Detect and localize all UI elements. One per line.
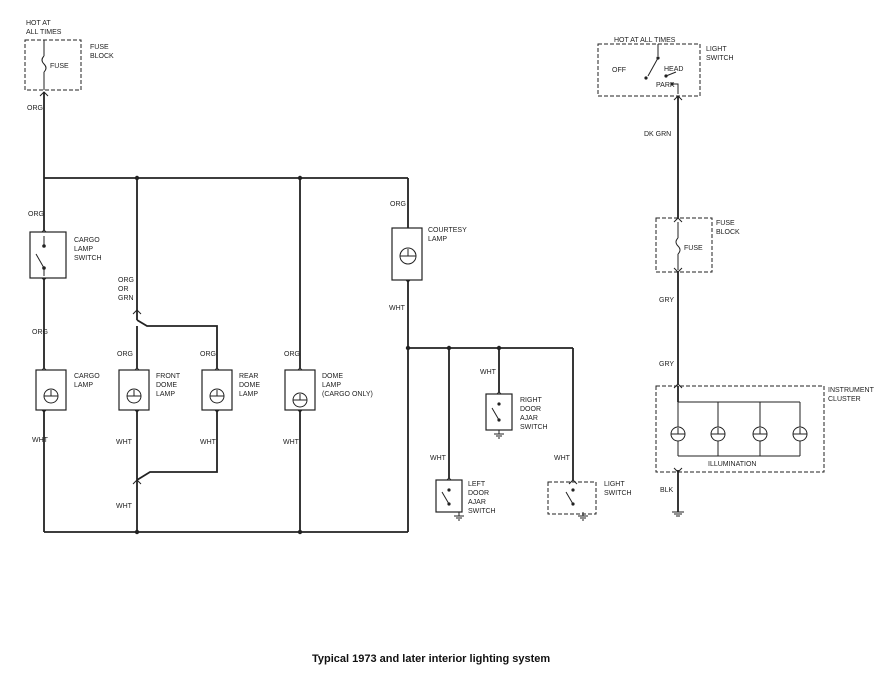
left-fuse-wire-label: ORG <box>27 105 43 112</box>
right-door-wire-label: WHT <box>480 369 497 376</box>
light-switch-wire-label: DK GRN <box>644 131 671 138</box>
light-switch-lower: WHT LIGHT SWITCH <box>547 455 632 521</box>
left-fuse-hot-label-2: ALL TIMES <box>26 29 62 36</box>
dome-lamp-cargo-only: ORG DOME LAMP (CARGO ONLY) WHT <box>283 351 373 446</box>
cargo-lamp-wire-in-label: ORG <box>32 329 48 336</box>
right-door-label-3: AJAR <box>520 415 538 422</box>
cargo-switch-label-3: SWITCH <box>74 255 102 262</box>
cargo-lamp-label-1: CARGO <box>74 373 100 380</box>
right-fuse-label: FUSE <box>684 245 703 252</box>
left-fuse-hot-label-1: HOT AT <box>26 20 51 27</box>
light-switch-park-label: PARK <box>656 82 675 89</box>
courtesy-wire-out-label: WHT <box>389 305 406 312</box>
left-door-ajar-switch: WHT LEFT DOOR AJAR SWITCH <box>430 455 496 521</box>
left-door-label-1: LEFT <box>468 481 486 488</box>
courtesy-lamp: ORG COURTESY LAMP WHT <box>389 201 467 312</box>
rear-dome-wire-in-label: ORG <box>200 351 216 358</box>
right-door-label-1: RIGHT <box>520 397 543 404</box>
right-fuse-wire-label: GRY <box>659 297 674 304</box>
front-dome-wire-out-label: WHT <box>116 439 133 446</box>
right-door-label-2: DOOR <box>520 406 541 413</box>
right-door-label-4: SWITCH <box>520 424 548 431</box>
cluster-wire-out-label: BLK <box>660 487 674 494</box>
light-switch-lower-label-1: LIGHT <box>604 481 625 488</box>
cargo-lamp-label-2: LAMP <box>74 382 93 389</box>
dome-cargo-wire-in-label: ORG <box>284 351 300 358</box>
front-dome-wire-join-label: WHT <box>116 503 133 510</box>
rear-dome-lamp: ORG REAR DOME LAMP WHT <box>200 351 260 446</box>
dome-cargo-label-3: (CARGO ONLY) <box>322 391 373 398</box>
illumination-label: ILLUMINATION <box>708 461 757 468</box>
courtesy-label-1: COURTESY <box>428 227 467 234</box>
right-door-ajar-switch: WHT RIGHT DOOR AJAR SWITCH <box>480 369 548 439</box>
illumination-bulb <box>792 426 808 442</box>
dome-cargo-label-2: LAMP <box>322 382 341 389</box>
front-dome-feed-label-3: GRN <box>118 295 134 302</box>
cargo-switch-label-2: LAMP <box>74 246 93 253</box>
rear-dome-label-1: REAR <box>239 373 258 380</box>
rear-dome-label-3: LAMP <box>239 391 258 398</box>
front-dome-wire-in-label: ORG <box>117 351 133 358</box>
light-switch-upper-label-2: SWITCH <box>706 55 734 62</box>
courtesy-wire-in-label: ORG <box>390 201 406 208</box>
instrument-cluster: GRY INSTRUMENT CLUSTER ILLUMINATION BLK <box>655 361 875 494</box>
left-fuse-label: FUSE <box>50 63 69 70</box>
light-switch-off-label: OFF <box>612 67 626 74</box>
diagram-caption: Typical 1973 and later interior lighting… <box>312 653 550 665</box>
cluster-label-1: INSTRUMENT <box>828 387 875 394</box>
cluster-wire-in-label: GRY <box>659 361 674 368</box>
left-door-wire-label: WHT <box>430 455 447 462</box>
junction-dots <box>134 175 502 535</box>
right-fuse-block: FUSE BLOCK FUSE GRY <box>655 217 740 304</box>
light-switch-upper: HOT AT ALL TIMES LIGHT SWITCH OFF HEAD P… <box>597 37 734 138</box>
cargo-switch-label-1: CARGO <box>74 237 100 244</box>
ground-symbol <box>672 511 684 517</box>
left-door-label-2: DOOR <box>468 490 489 497</box>
rear-dome-wire-out-label: WHT <box>200 439 217 446</box>
front-dome-feed-label-1: ORG <box>118 277 134 284</box>
front-dome-lamp: ORG OR GRN ORG FRONT DOME LAMP WHT WHT <box>116 277 181 510</box>
left-fuse-block-label-2: BLOCK <box>90 53 114 60</box>
front-dome-label-2: DOME <box>156 382 177 389</box>
light-switch-upper-label-1: LIGHT <box>706 46 727 53</box>
illumination-bulb <box>752 426 768 442</box>
left-fuse-block-label-1: FUSE <box>90 44 109 51</box>
left-door-label-4: SWITCH <box>468 508 496 515</box>
dome-cargo-label-1: DOME <box>322 373 343 380</box>
left-door-label-3: AJAR <box>468 499 486 506</box>
cargo-lamp-wire-out-label: WHT <box>32 437 49 444</box>
cargo-lamp: ORG CARGO LAMP WHT <box>32 329 100 444</box>
illumination-bulb <box>670 426 686 442</box>
dome-cargo-wire-out-label: WHT <box>283 439 300 446</box>
left-circuit-wiring <box>43 92 574 533</box>
cargo-lamp-switch: ORG CARGO LAMP SWITCH <box>28 211 102 279</box>
light-switch-upper-hot-label: HOT AT ALL TIMES <box>614 37 676 44</box>
right-fuse-block-label-1: FUSE <box>716 220 735 227</box>
left-fuse-block: HOT AT ALL TIMES FUSE BLOCK FUSE ORG <box>24 20 114 112</box>
front-dome-label-1: FRONT <box>156 373 181 380</box>
cargo-switch-wire-label: ORG <box>28 211 44 218</box>
light-switch-lower-wire-label: WHT <box>554 455 571 462</box>
rear-dome-label-2: DOME <box>239 382 260 389</box>
illumination-bulb <box>710 426 726 442</box>
right-fuse-block-label-2: BLOCK <box>716 229 740 236</box>
light-switch-head-label: HEAD <box>664 66 683 73</box>
courtesy-label-2: LAMP <box>428 236 447 243</box>
front-dome-feed-label-2: OR <box>118 286 129 293</box>
cluster-label-2: CLUSTER <box>828 396 861 403</box>
light-switch-lower-label-2: SWITCH <box>604 490 632 497</box>
front-dome-label-3: LAMP <box>156 391 175 398</box>
